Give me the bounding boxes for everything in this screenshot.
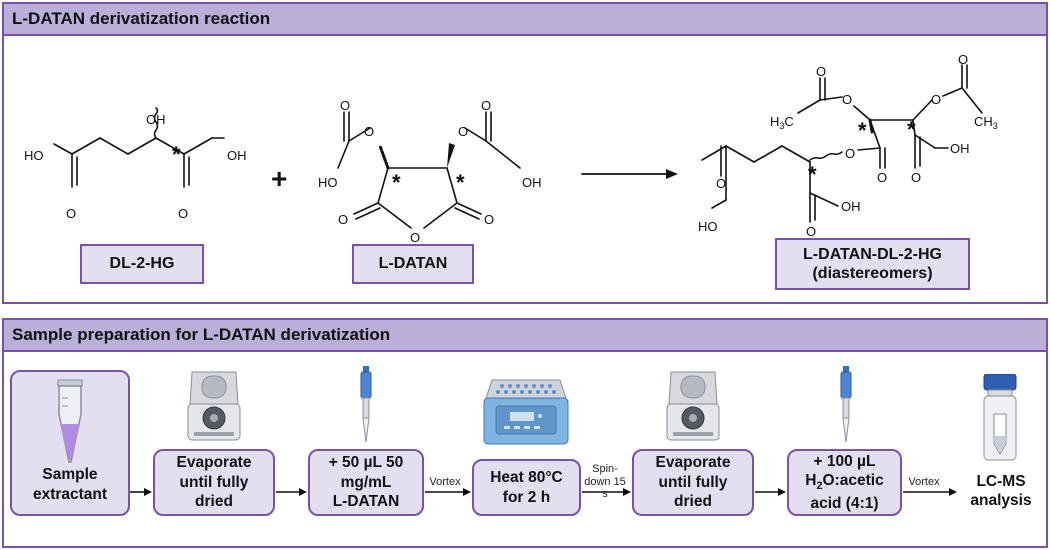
chiral-star-3: * <box>456 170 465 195</box>
atom-o-14: O <box>845 146 855 161</box>
atom-o-13: O <box>931 92 941 107</box>
l-datan-label: L-DATAN <box>352 244 474 284</box>
transition-vortex-2: Vortex <box>908 476 940 488</box>
atom-o-11: O <box>842 92 852 107</box>
atom-o-16: O <box>911 170 921 185</box>
atom-o-1: O <box>66 206 76 221</box>
atom-ho-1: HO <box>24 148 44 163</box>
product-label-line2: (diastereomers) <box>812 265 933 282</box>
pipette-icon <box>360 366 372 443</box>
atom-oh-2: OH <box>227 148 247 163</box>
step-1-line-2: extractant <box>32 485 108 503</box>
step-3-line-1: + 50 µL 50 <box>328 454 404 472</box>
heat-block-icon <box>483 379 569 445</box>
step-2-line-2: until fully <box>179 473 249 491</box>
atom-ch3: CH3 <box>974 114 998 131</box>
step-3-line-2: mg/mL <box>340 473 392 491</box>
step-3-line-3: L-DATAN <box>332 493 400 511</box>
atom-o-17: O <box>716 176 726 191</box>
chiral-star-4: * <box>858 118 867 143</box>
product-structure <box>701 64 983 223</box>
step-6-line-3: acid (4:1) <box>810 494 879 512</box>
step-4-line-1: Heat 80°C <box>490 469 563 487</box>
chiral-star-1: * <box>172 142 181 167</box>
atom-o-2: O <box>178 206 188 221</box>
step-5-line-1: Evaporate <box>655 454 731 472</box>
product-label-line1: L-DATAN-DL-2-HG <box>803 245 942 263</box>
step-5-line-2: until fully <box>658 473 728 491</box>
step-add-ldatan: + 50 µL 50 mg/mL L-DATAN <box>308 449 424 516</box>
chiral-star-6: * <box>808 162 817 187</box>
evaporator-icon <box>187 371 241 441</box>
atom-oh-1: OH <box>146 112 166 127</box>
chiral-star-5: * <box>907 117 916 142</box>
l-datan-structure <box>337 111 521 229</box>
atom-o-12: O <box>958 52 968 67</box>
atom-oh-5: OH <box>841 199 861 214</box>
pipette-icon-2 <box>840 366 852 443</box>
atom-o-4: O <box>364 124 374 139</box>
step-2-line-3: dried <box>195 493 233 511</box>
step-evaporate-2: Evaporate until fully dried <box>632 449 754 516</box>
atom-h3c: H3C <box>770 114 794 131</box>
atom-o-9: O <box>481 98 491 113</box>
atom-oh-4: OH <box>950 141 970 156</box>
step-5-line-3: dried <box>674 493 712 511</box>
dl-2-hg-label: DL-2-HG <box>80 244 204 284</box>
plus-sign: + <box>271 163 287 194</box>
atom-o-10: O <box>816 64 826 79</box>
atom-o-15: O <box>877 170 887 185</box>
step-6-line-2: H2O:acetic <box>805 472 884 493</box>
chiral-star-2: * <box>392 170 401 195</box>
atom-oh-3: OH <box>522 175 542 190</box>
lc-ms-result: LC-MS analysis <box>958 472 1044 511</box>
atom-ho-2: HO <box>318 175 338 190</box>
reaction-panel-title: L-DATAN derivatization reaction <box>4 4 1046 36</box>
reaction-scheme: HO O OH O OH O O HO O O O O O OH O H3C O… <box>24 52 998 245</box>
result-line2: analysis <box>970 492 1032 510</box>
result-line1: LC-MS <box>976 473 1026 490</box>
vial-icon <box>983 374 1017 461</box>
tube-icon <box>57 379 83 463</box>
transition-vortex-1: Vortex <box>429 476 461 488</box>
dl-2-hg-structure <box>53 107 225 188</box>
step-evaporate-1: Evaporate until fully dried <box>153 449 275 516</box>
step-6-line-1: + 100 µL <box>813 452 876 470</box>
evaporator-icon-2 <box>666 371 720 441</box>
atom-o-3: O <box>340 98 350 113</box>
step-1-line-1: Sample <box>42 466 98 484</box>
atom-o-5: O <box>338 212 348 227</box>
prep-panel-title: Sample preparation for L-DATAN derivatiz… <box>4 320 1046 352</box>
atom-o-6: O <box>410 230 420 245</box>
spin-line-1: Spin- <box>592 463 618 475</box>
atom-o-18: O <box>806 224 816 239</box>
step-4-line-2: for 2 h <box>502 488 551 506</box>
atom-o-8: O <box>458 124 468 139</box>
step-2-line-1: Evaporate <box>176 454 252 472</box>
transition-spin-down: Spin- down 15 s <box>582 463 628 501</box>
spin-line-2: down 15 s <box>584 475 626 501</box>
atom-o-7: O <box>484 212 494 227</box>
product-label: L-DATAN-DL-2-HG (diastereomers) <box>775 238 970 290</box>
step-add-acetic: + 100 µL H2O:acetic acid (4:1) <box>787 449 902 516</box>
atom-ho-3: HO <box>698 219 718 234</box>
step-heat: Heat 80°C for 2 h <box>472 459 581 516</box>
